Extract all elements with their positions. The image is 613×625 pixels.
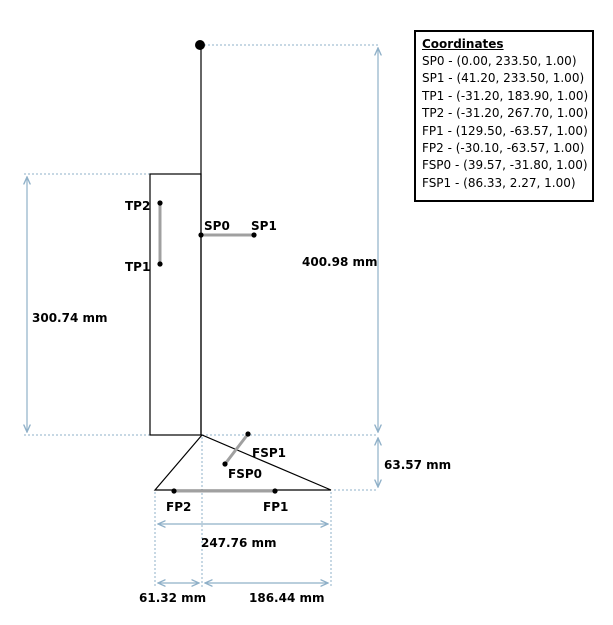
legend-row: SP1 - (41.20, 233.50, 1.00) <box>422 71 585 86</box>
fp2-point <box>171 488 177 494</box>
legend-title: Coordinates <box>422 37 504 51</box>
fsp0-label: FSP0 <box>228 467 262 481</box>
sp1-label: SP1 <box>251 219 277 233</box>
fp2-label: FP2 <box>166 500 191 514</box>
tp2-label: TP2 <box>125 199 150 213</box>
legend-row: FSP1 - (86.33, 2.27, 1.00) <box>422 175 576 190</box>
legend-row: TP1 - (-31.20, 183.90, 1.00) <box>422 88 589 103</box>
trunk-rect <box>149 173 202 436</box>
sp0-label: SP0 <box>204 219 230 233</box>
trunk-height-label: 300.74 mm <box>32 311 108 325</box>
total-height-label: 400.98 mm <box>302 255 378 269</box>
foot-triangle <box>153 434 332 491</box>
fsp1-label: FSP1 <box>252 446 286 460</box>
extension-lines <box>24 44 378 588</box>
heel-width-label: 61.32 mm <box>139 591 206 605</box>
legend-row: TP2 - (-31.20, 267.70, 1.00) <box>422 106 589 121</box>
sp0-point <box>198 232 204 238</box>
fp1-label: FP1 <box>263 500 288 514</box>
legend-row: FP1 - (129.50, -63.57, 1.00) <box>422 123 588 138</box>
dimension-labels: 400.98 mm 300.74 mm 63.57 mm 247.76 mm 6… <box>32 255 451 605</box>
segments <box>158 201 277 493</box>
dimension-arrows <box>27 48 378 583</box>
legend-row: FP2 - (-30.10, -63.57, 1.00) <box>422 141 585 156</box>
tp1-point <box>157 261 163 267</box>
tp1-label: TP1 <box>125 260 150 274</box>
fsp0-point <box>222 461 228 467</box>
foot-height-label: 63.57 mm <box>384 458 451 472</box>
toe-width-label: 186.44 mm <box>249 591 325 605</box>
head-point <box>195 40 205 50</box>
tp2-point <box>157 200 163 206</box>
legend-row: SP0 - (0.00, 233.50, 1.00) <box>422 54 577 68</box>
foot-width-label: 247.76 mm <box>201 536 277 550</box>
points <box>157 40 278 494</box>
shank-segment <box>223 432 250 466</box>
fsp1-point <box>245 431 251 437</box>
legend-row: FSP0 - (39.57, -31.80, 1.00) <box>422 158 588 173</box>
sp1-point <box>251 232 257 238</box>
coordinates-legend: Coordinates SP0 - (0.00, 233.50, 1.00) S… <box>414 30 594 202</box>
point-labels: TP2 TP1 SP0 SP1 FSP1 FSP0 FP2 FP1 <box>125 199 288 514</box>
fp1-point <box>272 488 278 494</box>
